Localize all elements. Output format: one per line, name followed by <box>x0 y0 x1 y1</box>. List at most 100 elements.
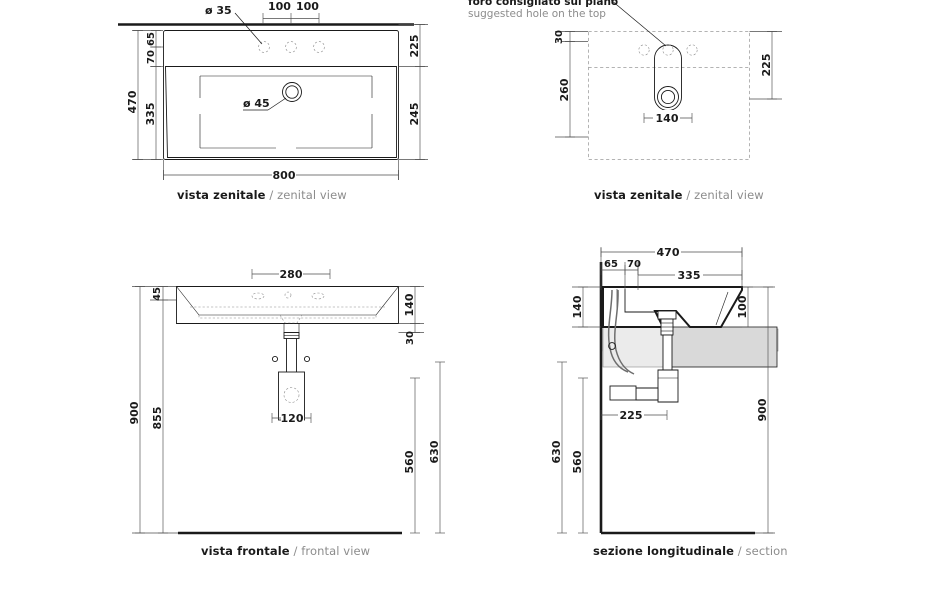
caption-bottom-left: vista frontale / frontal view <box>201 544 370 558</box>
caption-sep: / <box>737 544 742 558</box>
dim-225-right: 225 <box>760 54 773 77</box>
tap-hole-right <box>311 292 325 300</box>
mask-120 <box>281 410 304 424</box>
supply-hose-1 <box>607 289 629 373</box>
caption-en: zenital view <box>277 188 347 202</box>
drain-flange <box>657 310 677 320</box>
dim-630: 630 <box>428 440 441 463</box>
mask-225 <box>618 407 644 421</box>
basin-section-profile <box>602 286 743 328</box>
caption-sep: / <box>293 544 298 558</box>
counter-block-left <box>602 326 664 368</box>
dim-tap-diameter: ø 35 <box>205 4 232 17</box>
suggested-hole-note: foro consigliato sul piano suggested hol… <box>468 0 618 20</box>
caption-en: frontal view <box>301 544 371 558</box>
wall-outlet <box>609 385 637 401</box>
suggested-hole-outer <box>657 86 679 108</box>
dim-30-front: 30 <box>405 331 416 345</box>
basin-outline <box>163 30 399 160</box>
dim-855: 855 <box>151 407 164 430</box>
tap-hole-left <box>638 44 650 56</box>
dim-140-section: 140 <box>571 295 584 318</box>
supply-hose-2 <box>614 289 635 375</box>
dim-140-front: 140 <box>403 293 416 316</box>
mask-470 <box>655 244 681 258</box>
mask-a <box>196 98 204 114</box>
tap-hole-center <box>662 44 674 56</box>
basin-front-inner <box>715 291 729 326</box>
caption-it: vista zenitale <box>594 188 683 202</box>
caption-it: vista zenitale <box>177 188 266 202</box>
caption-en: zenital view <box>694 188 764 202</box>
view-bottom-right: 470 65 70 335 140 560 630 100 <box>550 244 779 535</box>
tap-hole-right <box>313 41 325 53</box>
countertop-outline <box>588 31 750 160</box>
caption-en: section <box>745 544 788 558</box>
caption-sep: / <box>686 188 691 202</box>
caption-it: vista frontale <box>201 544 290 558</box>
basin-back-wall <box>624 289 655 313</box>
mask-800 <box>272 167 296 179</box>
view-top-right: 30 260 225 140 <box>554 0 782 160</box>
drain-outer <box>282 82 302 102</box>
dim-65: 65 <box>146 32 157 46</box>
dim-70-section: 70 <box>627 259 641 270</box>
note-leader <box>610 0 667 47</box>
dim-470-section: 470 <box>657 246 680 259</box>
tap-hole-left <box>258 41 270 53</box>
dim-245: 245 <box>408 103 421 126</box>
caption-top-left: vista zenitale / zenital view <box>177 188 347 202</box>
note-line-it: foro consigliato sul piano <box>468 0 619 8</box>
drain-collar <box>283 323 300 333</box>
drain-tail-pipe <box>662 334 673 371</box>
caption-top-right: vista zenitale / zenital view <box>594 188 764 202</box>
dim-65-section: 65 <box>604 259 618 270</box>
dim-spacing-a: 100 <box>268 0 291 13</box>
hose-valve <box>608 342 616 350</box>
dim-560-section: 560 <box>571 450 584 473</box>
view-top-left: ø 45 ø 35 100 100 470 65 70 33 <box>118 0 428 182</box>
tap-hole-left <box>251 292 265 300</box>
basin-front-inner-dash <box>198 315 377 319</box>
drain-leader <box>267 97 287 111</box>
tap-hole-center <box>285 41 297 53</box>
dim-335-section: 335 <box>678 269 701 282</box>
suggested-hole-inner <box>660 89 676 105</box>
mask-335 <box>675 267 703 281</box>
trap-detail <box>283 387 300 403</box>
mask-c <box>276 144 296 152</box>
dim-drain-diameter: ø 45 <box>243 97 270 110</box>
suggested-hole-slot <box>654 44 682 111</box>
view-bottom-left: 120 280 45 855 900 140 <box>128 266 445 535</box>
dim-335: 335 <box>144 103 157 126</box>
drain-inner <box>285 85 299 99</box>
caption-bottom-right: sezione longitudinale / section <box>593 544 788 558</box>
tap-hole-center <box>284 291 292 299</box>
dim-900: 900 <box>128 401 141 424</box>
dim-225-section: 225 <box>620 409 643 422</box>
dim-900-section: 900 <box>756 398 769 421</box>
mask-b <box>368 98 376 114</box>
dim-260: 260 <box>558 78 571 101</box>
wall-bolt-left <box>271 355 279 363</box>
tap-hole-right <box>686 44 698 56</box>
dim-470: 470 <box>126 90 139 113</box>
basin-front-inner <box>176 286 399 316</box>
counter-block <box>662 326 778 368</box>
bowl-outline <box>165 66 397 158</box>
dim-560: 560 <box>403 450 416 473</box>
dim-280: 280 <box>280 268 303 281</box>
wall-bolt-right <box>303 355 311 363</box>
dim-120: 120 <box>281 412 304 425</box>
mask-140 <box>653 110 680 124</box>
mask-280 <box>279 266 303 280</box>
dim-spacing-b: 100 <box>296 0 319 13</box>
drain-funnel <box>279 314 303 324</box>
dim-30: 30 <box>554 30 565 44</box>
dim-800: 800 <box>273 169 296 182</box>
dim-70: 70 <box>146 50 157 64</box>
caption-sep: / <box>269 188 274 202</box>
dim-225: 225 <box>408 35 421 58</box>
tap-leader <box>234 12 263 45</box>
